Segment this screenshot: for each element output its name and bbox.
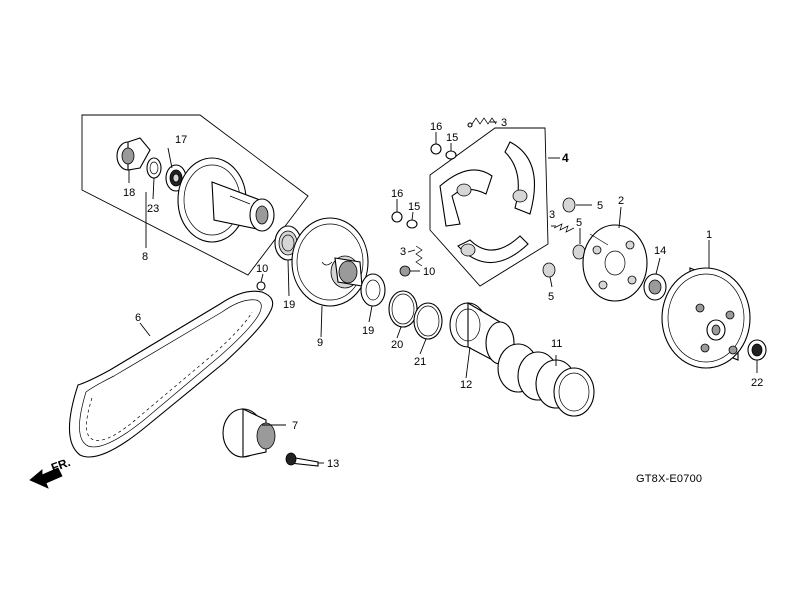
callout-3: 3 <box>549 209 555 221</box>
clutch-nut-part <box>747 339 767 361</box>
callout-18: 18 <box>123 187 135 199</box>
front-direction-arrow: FR. <box>29 455 72 489</box>
o-ring-part-20 <box>388 290 418 328</box>
callout-labels: 1 2 3 3 3 4 5 5 5 6 7 8 9 10 10 11 12 13… <box>123 117 763 470</box>
callout-20: 20 <box>391 339 403 351</box>
callout-19: 19 <box>283 299 295 311</box>
callout-16: 16 <box>391 188 403 200</box>
oil-seal-part-right <box>360 273 386 307</box>
washer-part-15-top <box>445 150 457 160</box>
callout-1: 1 <box>706 229 712 241</box>
callout-2: 2 <box>618 195 624 207</box>
callout-8: 8 <box>142 251 148 263</box>
drive-plate-part <box>582 224 648 302</box>
callout-22: 22 <box>751 377 763 389</box>
bolt-part <box>285 452 319 467</box>
clutch-shoe-part-lower <box>457 235 529 264</box>
callout-5: 5 <box>597 200 603 212</box>
leader-lines <box>128 121 758 464</box>
washer-part-15-mid <box>406 219 418 229</box>
movable-driven-face-part <box>291 217 369 307</box>
driven-face-part <box>177 157 275 243</box>
callout-14: 14 <box>654 245 666 257</box>
diagram-code: GT8X-E0700 <box>636 473 702 485</box>
callout-3: 3 <box>501 117 507 129</box>
driven-spring-part <box>497 343 595 417</box>
callout-23: 23 <box>147 203 159 215</box>
guide-pin-part-left <box>256 281 266 291</box>
callout-4: 4 <box>562 151 569 165</box>
pin-part-10-mid <box>399 265 411 277</box>
e-clip-part-16-mid <box>391 211 403 223</box>
front-marker-label: FR. <box>49 455 72 475</box>
callout-3: 3 <box>400 246 406 258</box>
callout-7: 7 <box>292 420 298 432</box>
shoe-spring-part-middle <box>415 245 423 267</box>
callout-15: 15 <box>408 201 420 213</box>
shoe-spring-part-top <box>467 117 497 128</box>
needle-bearing-part <box>116 137 151 171</box>
drive-face-boss-part <box>222 408 276 458</box>
shoe-spring-part-right <box>553 223 575 233</box>
callout-9: 9 <box>317 337 323 349</box>
o-ring-part-21 <box>413 302 443 340</box>
damper-rubber-part-low <box>542 262 556 278</box>
callout-21: 21 <box>414 356 426 368</box>
callout-6: 6 <box>135 312 141 324</box>
clutch-shoe-part-left <box>439 169 493 227</box>
callout-17: 17 <box>175 134 187 146</box>
group-outline-4 <box>429 127 549 287</box>
callout-10: 10 <box>423 266 435 278</box>
lock-nut-part <box>643 273 667 301</box>
circlip-part <box>146 157 162 179</box>
clutch-outer-part <box>661 267 751 369</box>
callout-19: 19 <box>362 325 374 337</box>
callout-13: 13 <box>327 458 339 470</box>
callout-15: 15 <box>446 132 458 144</box>
callout-12: 12 <box>460 379 472 391</box>
drive-belt-part <box>68 290 274 458</box>
callout-10: 10 <box>256 263 268 275</box>
callout-16: 16 <box>430 121 442 133</box>
callout-5: 5 <box>548 291 554 303</box>
callout-11: 11 <box>551 338 562 350</box>
callout-5: 5 <box>576 217 582 229</box>
clutch-shoe-part-upper <box>504 141 536 215</box>
damper-rubber-part-top <box>562 197 576 213</box>
e-clip-part-16-top <box>430 143 442 155</box>
